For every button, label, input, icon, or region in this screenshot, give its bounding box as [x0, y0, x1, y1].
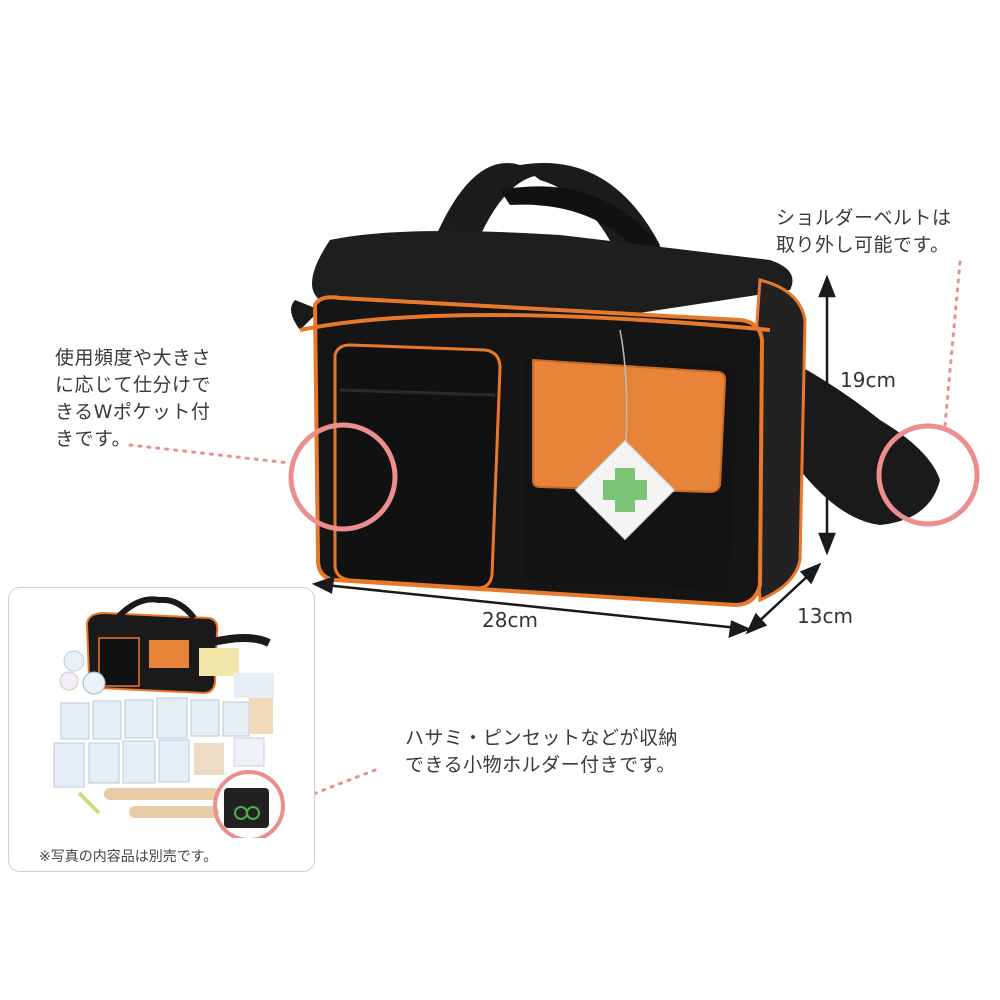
holder-note: ハサミ・ピンセットなどが収納 できる小物ホルダー付きです。: [405, 727, 679, 776]
height-arrow: [818, 274, 836, 556]
inset-illustration: [53, 596, 285, 838]
green-cross: [603, 468, 647, 512]
contents-inset: ※写真の内容品は別売です。: [8, 587, 315, 872]
holder-callout-ring: [213, 770, 285, 838]
orange-flap: [532, 358, 727, 494]
inset-caption: ※写真の内容品は別売です。: [39, 849, 218, 865]
pocket-callout-ring: [288, 422, 398, 532]
width-label: 28cm: [482, 608, 538, 632]
depth-label: 13cm: [797, 604, 853, 628]
shoulder-belt-note: ショルダーベルトは 取り外し可能です。: [776, 207, 952, 256]
left-pocket: [333, 343, 502, 590]
depth-arrow: [745, 562, 822, 635]
w-pocket-note: 使用頻度や大きさ に応じて仕分けで きるWポケット付 きです。: [55, 347, 212, 450]
shoulder-strap: [770, 350, 940, 525]
strap-callout-ring: [876, 423, 980, 527]
height-label: 19cm: [840, 368, 896, 392]
width-arrow: [311, 576, 752, 638]
